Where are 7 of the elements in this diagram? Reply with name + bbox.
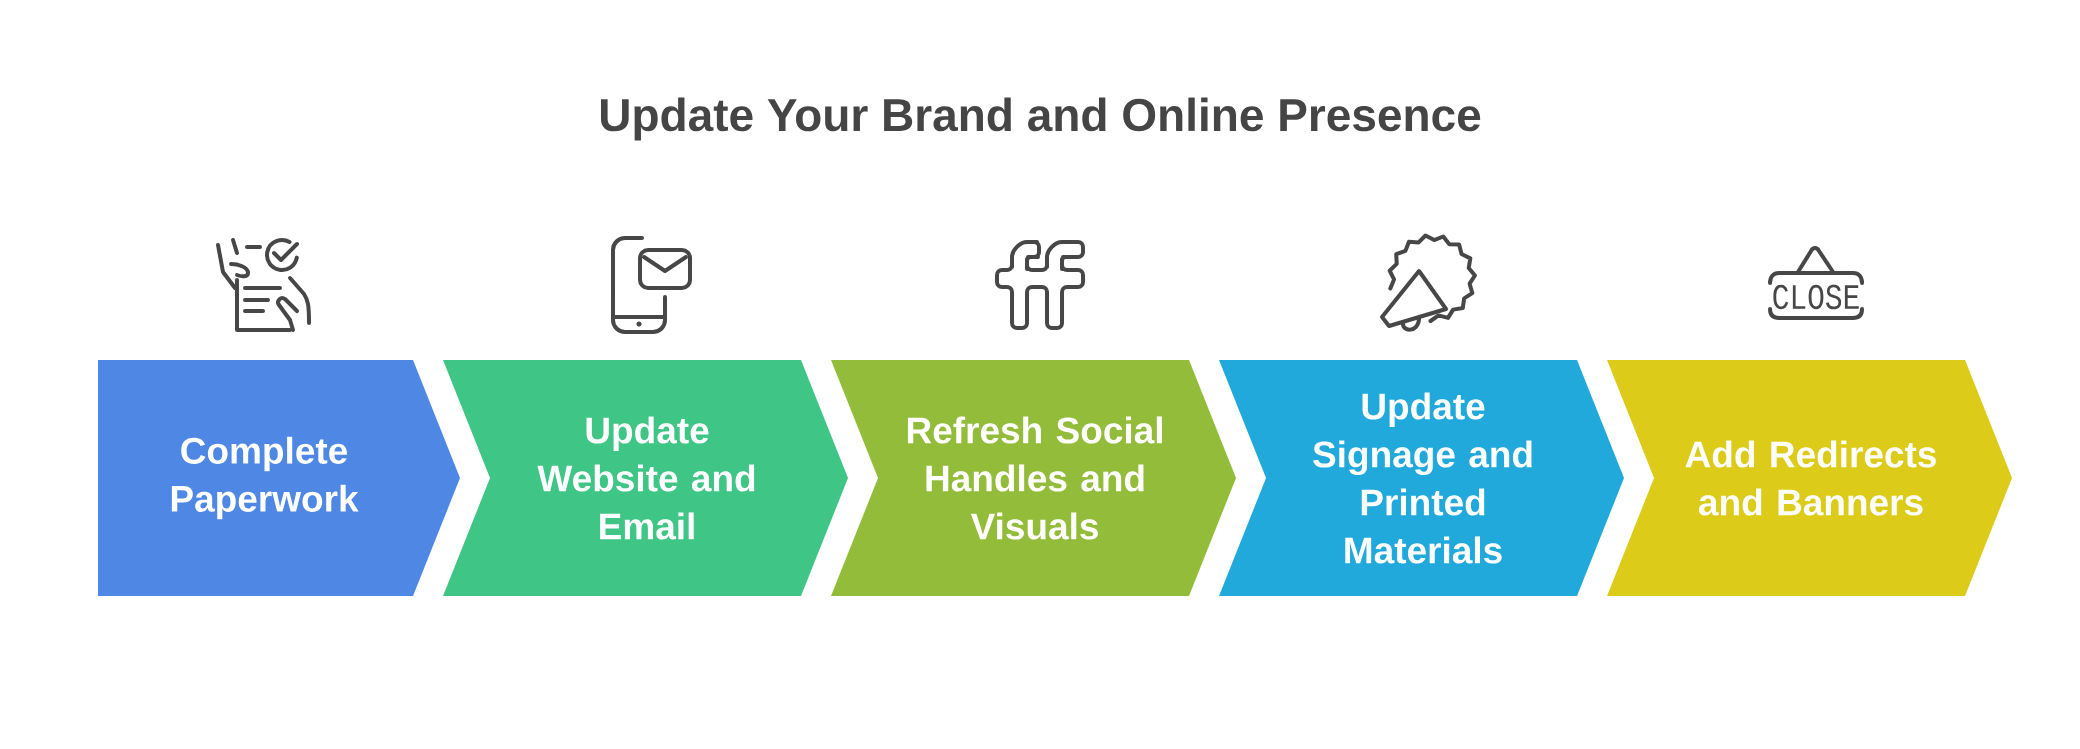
title: Update Your Brand and Online Presence <box>601 97 1481 141</box>
chevron-step: Update Website and Email <box>443 360 848 596</box>
chevron-step: Refresh Social Handles and Visuals <box>831 360 1236 596</box>
chevron-step: Add Redirects and Banners <box>1607 360 2013 596</box>
sign-text: CLOSE <box>1773 284 1859 310</box>
chevron-step: Complete Paperwork <box>98 360 460 596</box>
chevron-step: Update Signage and Printed Materials <box>1219 360 1625 596</box>
